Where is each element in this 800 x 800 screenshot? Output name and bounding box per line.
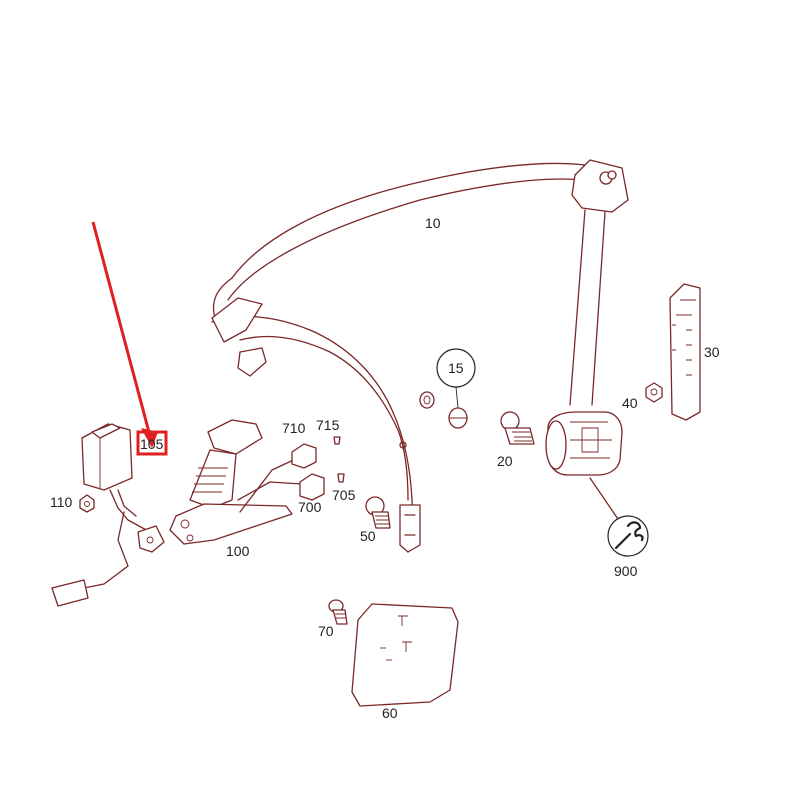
label-700: 700: [298, 499, 322, 515]
label-705: 705: [332, 487, 356, 503]
belt-buckle-assembly: [169, 419, 303, 545]
connector-710: [291, 443, 317, 469]
bolt-20: [500, 411, 535, 445]
label-15: 15: [448, 360, 464, 376]
label-60: 60: [382, 705, 398, 721]
label-100: 100: [226, 543, 250, 559]
label-710: 710: [282, 420, 306, 436]
label-10: 10: [425, 215, 441, 231]
label-40: 40: [622, 395, 638, 411]
shoulder-belt-strap: [569, 209, 606, 406]
buckle-receiver-105: [51, 423, 165, 607]
mounting-plate-60: [351, 603, 459, 707]
connector-700: [299, 473, 325, 501]
belt-webbing: [211, 162, 586, 553]
wrench-icon: [614, 521, 644, 550]
wrench-symbol: [589, 477, 649, 557]
label-110: 110: [50, 494, 73, 510]
label-50: 50: [360, 528, 376, 544]
pin-715: [333, 436, 341, 445]
label-70: 70: [318, 623, 334, 639]
label-30: 30: [704, 344, 720, 360]
nut-40: [645, 382, 663, 403]
highlight-box-105: [136, 430, 168, 456]
label-715: 715: [316, 417, 340, 433]
belt-retractor: [545, 411, 623, 476]
red-pointer-arrow: [91, 221, 158, 448]
bolt-50: [365, 496, 391, 529]
nut-110: [79, 494, 95, 513]
label-105: 105: [140, 436, 164, 452]
screw-70: [328, 599, 348, 625]
pin-705: [337, 473, 345, 483]
label-900: 900: [614, 563, 638, 579]
label-20: 20: [497, 453, 513, 469]
upper-belt-guide: [571, 159, 629, 213]
callout-circle-15: [436, 348, 476, 409]
washer-and-cap-15: [419, 391, 468, 429]
height-adjuster-rail: [669, 283, 701, 421]
